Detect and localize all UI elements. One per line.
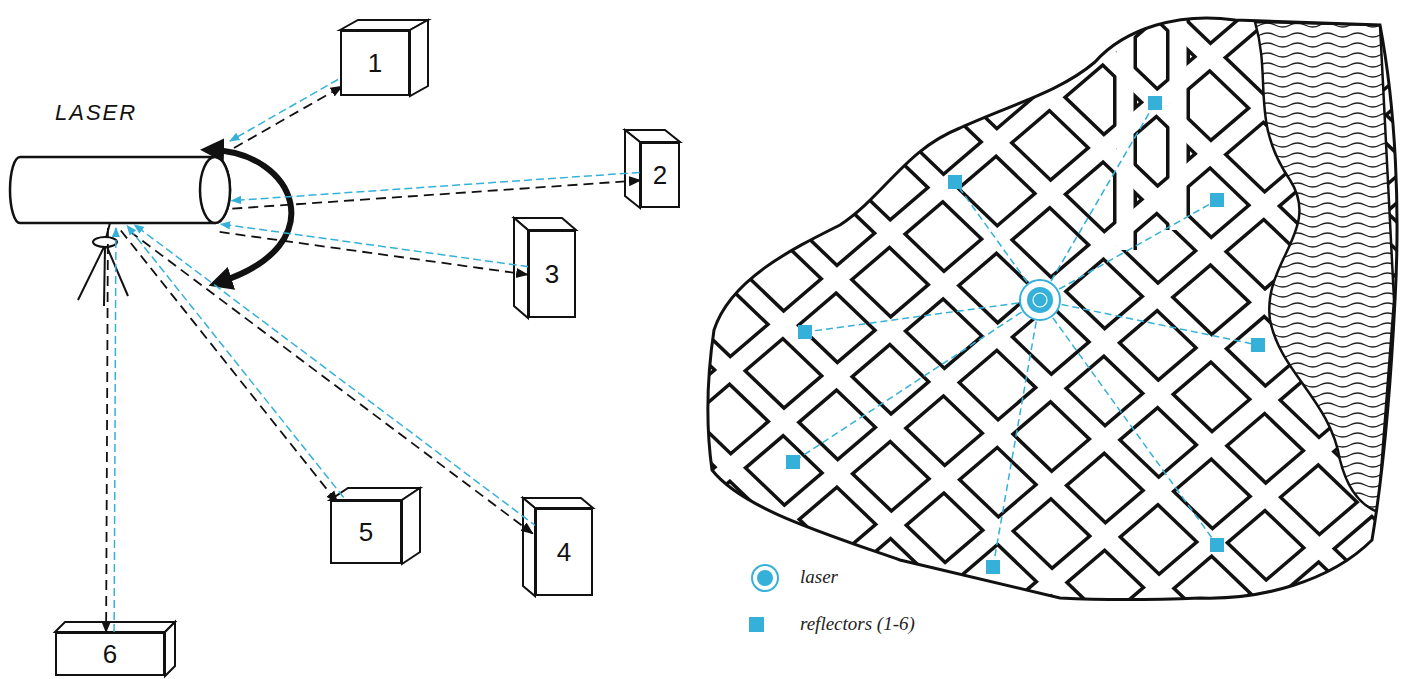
tripod <box>78 223 128 306</box>
returning-beam <box>230 79 338 141</box>
laser-device <box>10 157 230 223</box>
laser-beam <box>955 182 1040 300</box>
street <box>267 0 1404 679</box>
laser-beam <box>793 300 1040 462</box>
street-edge <box>1166 0 1190 230</box>
returning-beam <box>221 224 529 267</box>
street <box>1170 0 1187 230</box>
outgoing-beam <box>234 86 342 148</box>
box-face <box>165 622 175 676</box>
street-edge <box>509 0 1404 679</box>
laser-symbol-ring <box>1020 280 1060 320</box>
laser-beam <box>805 300 1040 332</box>
reflector-box: 6 <box>55 632 165 676</box>
callout-number: 2 <box>653 162 667 188</box>
box-face <box>514 218 528 318</box>
outgoing-beam <box>220 232 528 275</box>
device-label: LASER <box>10 100 137 124</box>
water <box>1255 22 1394 512</box>
street <box>315 0 1404 679</box>
box-face <box>402 488 420 564</box>
reflector-box: 1 <box>340 30 410 96</box>
street <box>509 0 1404 679</box>
reflector-box: 5 <box>330 500 402 564</box>
legend-laser-symbol <box>749 562 781 594</box>
legend-text: reflectors (1-6) <box>800 613 915 635</box>
street <box>0 133 1273 679</box>
reflector-box: 4 <box>535 508 593 596</box>
map-outline <box>708 18 1397 600</box>
returning-beam <box>134 225 537 527</box>
laser-beam <box>1040 300 1217 545</box>
laser-symbol-core <box>1033 293 1047 307</box>
reflector-symbol <box>786 455 800 469</box>
map-beams <box>786 96 1265 574</box>
reflector-symbol <box>986 560 1000 574</box>
box-depth-faces <box>55 20 680 676</box>
callout-number: 4 <box>557 539 571 565</box>
callout-number: 1 <box>368 50 382 76</box>
street <box>171 0 1404 679</box>
reflector-box: 2 <box>640 142 680 208</box>
street <box>219 0 1404 679</box>
returning-beam <box>232 172 640 200</box>
reflector-symbol <box>1148 96 1162 110</box>
street <box>460 0 1404 679</box>
returning-beam <box>114 228 116 632</box>
laser-symbol <box>1027 287 1053 313</box>
reflector-symbol <box>1251 338 1265 352</box>
returning-beam <box>127 226 344 498</box>
outgoing-beam <box>130 231 533 533</box>
box-face <box>625 130 640 208</box>
street <box>500 0 1404 679</box>
laser-beam <box>1040 200 1217 300</box>
reflector-symbol <box>1210 193 1224 207</box>
box-face <box>523 498 535 596</box>
outgoing-beam <box>121 230 338 502</box>
laser-beam <box>1040 300 1258 345</box>
callout-number: 3 <box>545 261 559 287</box>
legend-swatch <box>749 617 764 632</box>
laser-beam <box>1040 103 1155 300</box>
reflector-symbol <box>798 325 812 339</box>
callout-number: 6 <box>103 641 117 667</box>
laser-beam <box>993 300 1040 567</box>
reflector-box: 3 <box>528 230 576 318</box>
laser-node: LASER <box>10 100 232 228</box>
street <box>122 0 1404 679</box>
outgoing-beam <box>106 228 108 632</box>
reflector-symbol <box>948 175 962 189</box>
legend-text: laser <box>800 566 838 588</box>
rotation-arrow <box>212 150 291 282</box>
street <box>364 0 1404 679</box>
reflector-symbol <box>1210 538 1224 552</box>
box-face <box>55 622 175 632</box>
callout-number: 5 <box>359 519 373 545</box>
box-face <box>410 20 428 96</box>
street <box>557 0 1404 679</box>
outgoing-beam <box>232 180 640 208</box>
